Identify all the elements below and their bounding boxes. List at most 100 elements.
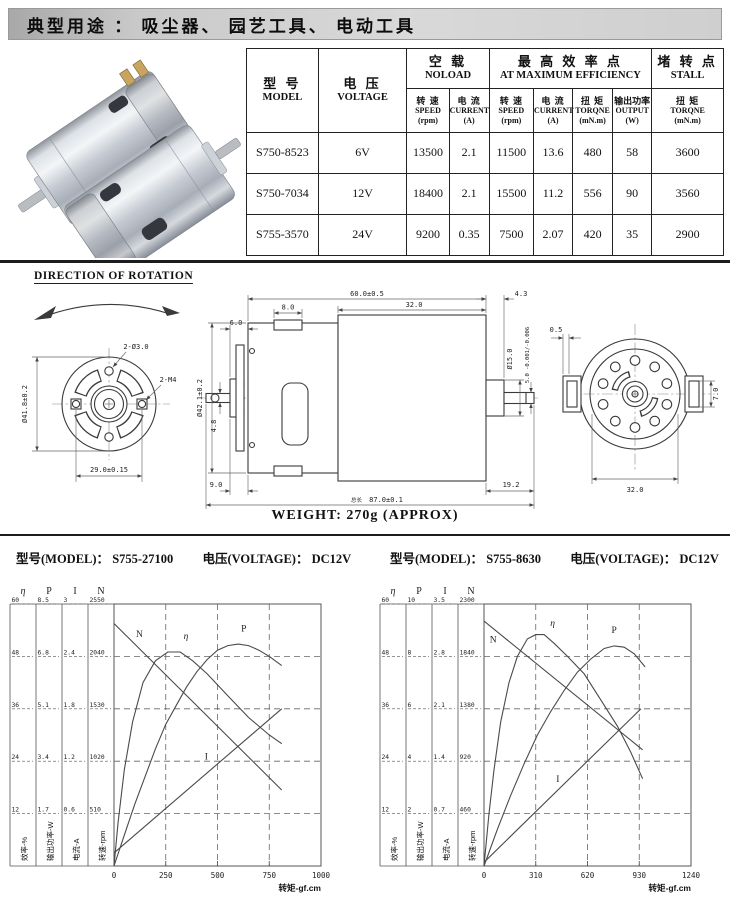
svg-text:电流-A: 电流-A <box>441 839 451 862</box>
svg-text:2040: 2040 <box>90 649 105 656</box>
svg-text:3.4: 3.4 <box>38 754 50 761</box>
dim-stub: 4.8 <box>210 420 218 433</box>
svg-text:0.6: 0.6 <box>64 807 76 814</box>
dim-rear: 19.2 <box>503 481 520 489</box>
svg-text:2.4: 2.4 <box>64 649 76 656</box>
svg-text:8: 8 <box>408 649 412 656</box>
svg-text:48: 48 <box>12 649 20 656</box>
svg-text:2.1: 2.1 <box>434 702 446 709</box>
performance-chart-right: η6048362412效率-%P108642输出功率-WI3.52.82.11.… <box>379 586 701 893</box>
svg-text:60: 60 <box>12 597 20 604</box>
front-view-drawing: Ø41.8±0.2 29.0±0.15 2-Ø3.0 2-M4 <box>21 343 176 482</box>
svg-text:2550: 2550 <box>90 597 105 604</box>
svg-text:效率-%: 效率-% <box>389 837 399 861</box>
svg-text:10: 10 <box>408 597 416 604</box>
svg-text:24: 24 <box>382 754 390 761</box>
motor-photo-b <box>64 125 241 258</box>
svg-text:I: I <box>73 586 76 597</box>
svg-text:510: 510 <box>90 807 102 814</box>
direction-of-rotation-label: DIRECTION OF ROTATION <box>34 270 194 284</box>
svg-text:1020: 1020 <box>90 754 105 761</box>
col-header-stall: 堵 转 点 STALL <box>651 48 724 89</box>
svg-text:310: 310 <box>529 871 543 880</box>
dim-ring: Ø15.0 <box>506 348 514 369</box>
svg-text:0: 0 <box>482 871 487 880</box>
svg-text:N: N <box>97 586 104 597</box>
section-divider <box>0 260 730 263</box>
svg-text:0.7: 0.7 <box>434 807 446 814</box>
rear-view-drawing: 0.5 7.0 32.0 <box>550 324 720 494</box>
dim-front-diameter: Ø41.8±0.2 <box>21 385 29 423</box>
svg-text:I: I <box>205 752 208 762</box>
svg-text:2.8: 2.8 <box>434 649 446 656</box>
chart-left-voltage-label: 电压(VOLTAGE)： <box>202 552 309 566</box>
rotation-arc-arrow <box>34 303 180 320</box>
dim-boss: 4.3 <box>515 290 528 298</box>
chart-right-voltage-label: 电压(VOLTAGE)： <box>570 552 677 566</box>
svg-text:1.2: 1.2 <box>64 754 76 761</box>
dim-case-total: 60.0±0.5 <box>350 290 384 298</box>
side-view-drawing: 60.0±0.5 4.3 6.0 8.0 32.0 Ø42.1±0.2 4.8 … <box>196 290 538 509</box>
svg-text:2: 2 <box>408 807 412 814</box>
col-header-voltage: 电 压 VOLTAGE <box>317 48 408 133</box>
col-header-maxeff: 最 高 效 率 点 AT MAXIMUM EFFICIENCY <box>488 48 653 89</box>
spec-table: 型 号 MODEL 电 压 VOLTAGE 空 载 NOLOAD 最 高 效 率… <box>246 48 724 256</box>
svg-text:1840: 1840 <box>460 649 475 656</box>
svg-text:1240: 1240 <box>682 871 701 880</box>
svg-text:36: 36 <box>382 702 390 709</box>
dim-total: 87.0±0.1 <box>369 496 403 504</box>
svg-text:5.1: 5.1 <box>38 702 50 709</box>
svg-text:460: 460 <box>460 807 472 814</box>
performance-chart-left: η6048362412效率-%P8.56.85.13.41.7输出功率-WI32… <box>9 586 331 893</box>
svg-text:η: η <box>391 586 396 597</box>
svg-text:输出功率-W: 输出功率-W <box>45 821 55 861</box>
dim-shaft-dia: 5.0 -0.001/-0.006 <box>525 327 531 383</box>
dim-groove: 8.0 <box>282 304 295 312</box>
svg-text:6: 6 <box>408 702 412 709</box>
svg-text:250: 250 <box>159 871 173 880</box>
svg-text:8.5: 8.5 <box>38 597 50 604</box>
svg-text:N: N <box>136 630 143 640</box>
dim-rear-terminal: 7.0 <box>712 388 720 401</box>
svg-text:4: 4 <box>408 754 412 761</box>
svg-text:12: 12 <box>12 807 20 814</box>
front-hole-label: 2-Ø3.0 <box>123 343 148 351</box>
dim-side-diameter: Ø42.1±0.2 <box>196 379 204 417</box>
section-divider-2 <box>0 534 730 536</box>
svg-text:930: 930 <box>632 871 646 880</box>
svg-text:2300: 2300 <box>460 597 475 604</box>
svg-text:电流-A: 电流-A <box>71 839 81 862</box>
svg-text:N: N <box>490 636 497 646</box>
dim-front-width: 29.0±0.15 <box>90 466 128 474</box>
product-photo <box>18 59 241 258</box>
svg-text:500: 500 <box>211 871 225 880</box>
dim-bracket: 9.0 <box>210 481 223 489</box>
svg-text:6.8: 6.8 <box>38 649 50 656</box>
svg-text:η: η <box>184 632 189 642</box>
col-header-model: 型 号 MODEL <box>246 48 319 133</box>
svg-text:P: P <box>612 626 617 636</box>
dim-rear-width: 32.0 <box>627 486 644 494</box>
svg-text:P: P <box>46 586 52 597</box>
svg-text:I: I <box>443 586 446 597</box>
svg-text:效率-%: 效率-% <box>19 837 29 861</box>
svg-text:24: 24 <box>12 754 20 761</box>
svg-text:输出功率-W: 输出功率-W <box>415 821 425 861</box>
svg-text:N: N <box>467 586 474 597</box>
svg-text:60: 60 <box>382 597 390 604</box>
svg-text:920: 920 <box>460 754 472 761</box>
chart-left-model: S755-27100 <box>112 552 174 566</box>
svg-text:P: P <box>241 625 246 635</box>
svg-text:转速-rpm: 转速-rpm <box>97 831 107 861</box>
svg-text:750: 750 <box>262 871 276 880</box>
chart-right-voltage: DC12V <box>679 552 719 566</box>
